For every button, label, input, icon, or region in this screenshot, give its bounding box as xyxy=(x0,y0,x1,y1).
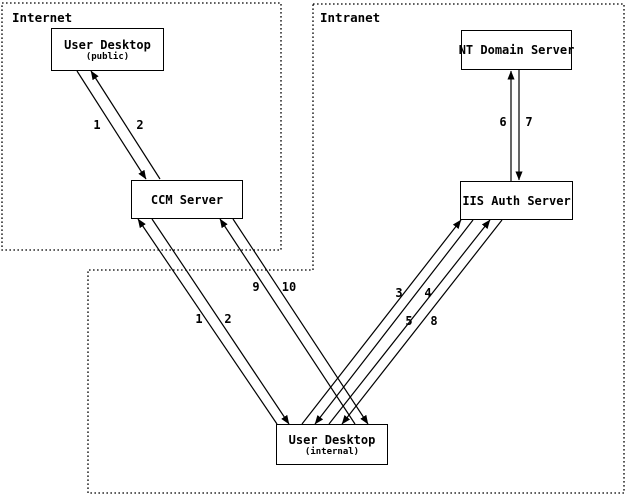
arrow-label-9: 9 xyxy=(252,280,260,294)
node-user-desktop-public-title: User Desktop xyxy=(64,37,151,52)
node-iis-auth-server: IIS Auth Server xyxy=(460,181,573,220)
arrow-label-6: 6 xyxy=(499,115,507,129)
node-user-desktop-internal-subtitle: (internal) xyxy=(304,446,360,457)
node-user-desktop-internal: User Desktop (internal) xyxy=(276,424,388,465)
arrow-label-10: 10 xyxy=(281,280,297,294)
arrow-label-8: 8 xyxy=(430,314,438,328)
node-ccm-server-title: CCM Server xyxy=(150,192,224,207)
arrow-label-1-internal: 1 xyxy=(195,312,203,326)
arrow-internal-to-iis-5 xyxy=(328,219,491,425)
arrow-label-1-public: 1 xyxy=(93,118,101,132)
arrow-label-7: 7 xyxy=(525,115,533,129)
arrow-internal-to-ccm-1 xyxy=(137,218,278,425)
arrow-label-2-internal: 2 xyxy=(224,312,232,326)
node-user-desktop-public: User Desktop (public) xyxy=(51,28,164,71)
internet-zone-border xyxy=(1,2,282,251)
arrow-public-to-ccm-1 xyxy=(76,70,147,180)
arrow-iis-to-internal-4 xyxy=(314,219,474,425)
arrow-internal-to-ccm-9 xyxy=(219,218,356,425)
arrow-internal-to-iis-3 xyxy=(301,219,462,425)
arrow-label-3: 3 xyxy=(395,286,403,300)
arrow-ccm-to-internal-2 xyxy=(151,218,290,425)
arrow-label-5: 5 xyxy=(405,314,413,328)
arrow-ccm-to-public-2 xyxy=(90,70,161,180)
arrow-label-4: 4 xyxy=(424,286,432,300)
node-user-desktop-internal-title: User Desktop xyxy=(288,432,376,447)
intranet-zone-label: Intranet xyxy=(320,10,381,25)
node-nt-domain-server-title: NT Domain Server xyxy=(458,43,575,57)
arrow-ccm-to-internal-10 xyxy=(232,218,369,425)
arrow-iis-to-internal-8 xyxy=(341,219,503,425)
arrow-label-2-public: 2 xyxy=(136,118,144,132)
node-user-desktop-public-subtitle: (public) xyxy=(85,51,130,62)
node-iis-auth-server-title: IIS Auth Server xyxy=(462,193,571,208)
node-ccm-server: CCM Server xyxy=(131,180,243,219)
internet-zone-label: Internet xyxy=(12,10,73,25)
node-nt-domain-server: NT Domain Server xyxy=(458,30,575,70)
intranet-zone-border xyxy=(87,3,625,494)
